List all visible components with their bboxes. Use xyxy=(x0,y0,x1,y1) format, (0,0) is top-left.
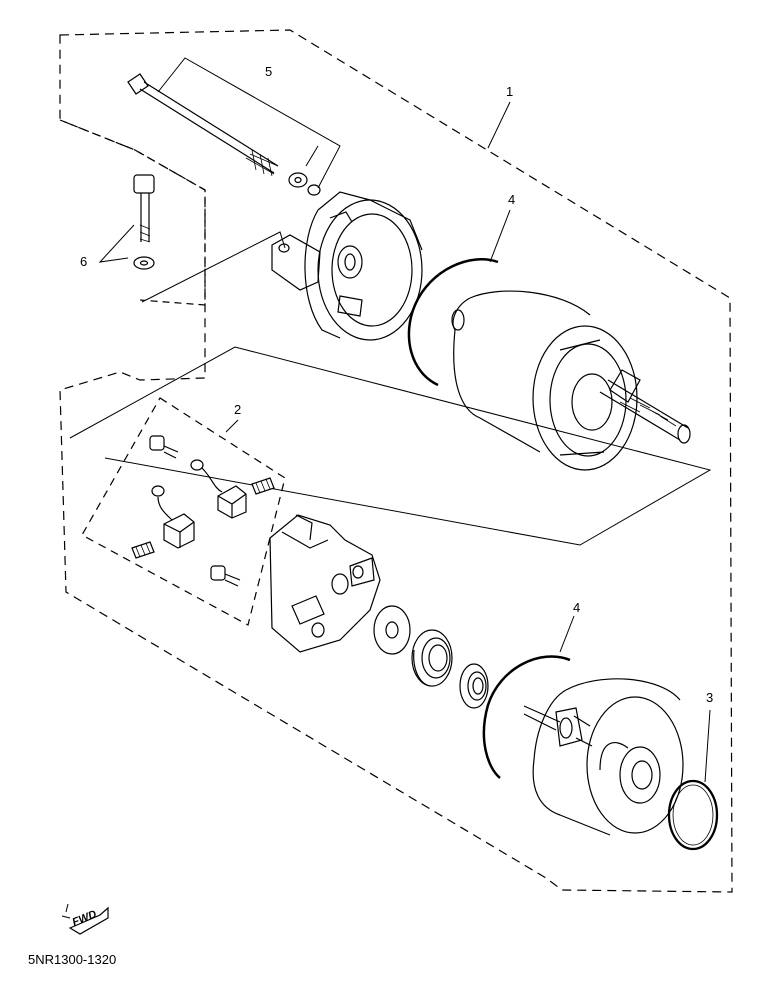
washer-6-hole xyxy=(139,260,149,266)
bolt-washer-hole xyxy=(294,176,302,184)
callout-line-4a xyxy=(489,209,511,263)
assembly-1-boundary xyxy=(59,29,733,893)
thrust-washer xyxy=(373,605,411,655)
bearing-large xyxy=(411,629,453,687)
callout-line-5b xyxy=(305,145,319,167)
o-ring-lower xyxy=(482,655,571,779)
o-ring-upper xyxy=(407,258,499,387)
brush-washer xyxy=(190,459,204,471)
front-cover xyxy=(271,191,423,341)
washer-6 xyxy=(133,256,155,270)
callout-line-6 xyxy=(98,224,135,263)
callout-4-lower: 4 xyxy=(573,600,580,615)
brush-holder xyxy=(269,514,381,653)
callout-5: 5 xyxy=(265,64,272,79)
callout-line-2 xyxy=(225,419,239,433)
callout-2: 2 xyxy=(234,402,241,417)
callout-4-upper: 4 xyxy=(508,192,515,207)
bolt-washer xyxy=(288,172,308,188)
end-cover xyxy=(523,678,684,836)
callout-6: 6 xyxy=(80,254,87,269)
callout-line-4b xyxy=(559,615,575,653)
brush-screw-upper xyxy=(149,435,179,459)
through-bolt xyxy=(127,73,279,177)
brush-upper xyxy=(201,467,247,519)
fwd-indicator xyxy=(61,903,109,935)
callout-1: 1 xyxy=(506,84,513,99)
callout-line-5 xyxy=(157,57,341,189)
bearing-small xyxy=(459,663,489,709)
screw-6 xyxy=(133,174,155,243)
o-ring-3 xyxy=(667,779,719,851)
guide-line-armature xyxy=(69,346,712,546)
callout-line-3 xyxy=(704,709,711,783)
callout-line-1 xyxy=(487,101,511,149)
diagram-code: 5NR1300-1320 xyxy=(28,952,117,967)
guide-line-6 xyxy=(141,231,286,303)
brush-lower xyxy=(151,485,195,549)
bolt-o-ring xyxy=(307,184,321,196)
assembly-2-boundary xyxy=(81,397,286,626)
brush-screw-lower xyxy=(210,565,241,587)
callout-3: 3 xyxy=(706,690,713,705)
brush-spring-upper xyxy=(251,477,275,495)
brush-spring-lower xyxy=(131,541,155,559)
part-6-boundary xyxy=(59,119,206,306)
armature-yoke xyxy=(451,290,691,471)
